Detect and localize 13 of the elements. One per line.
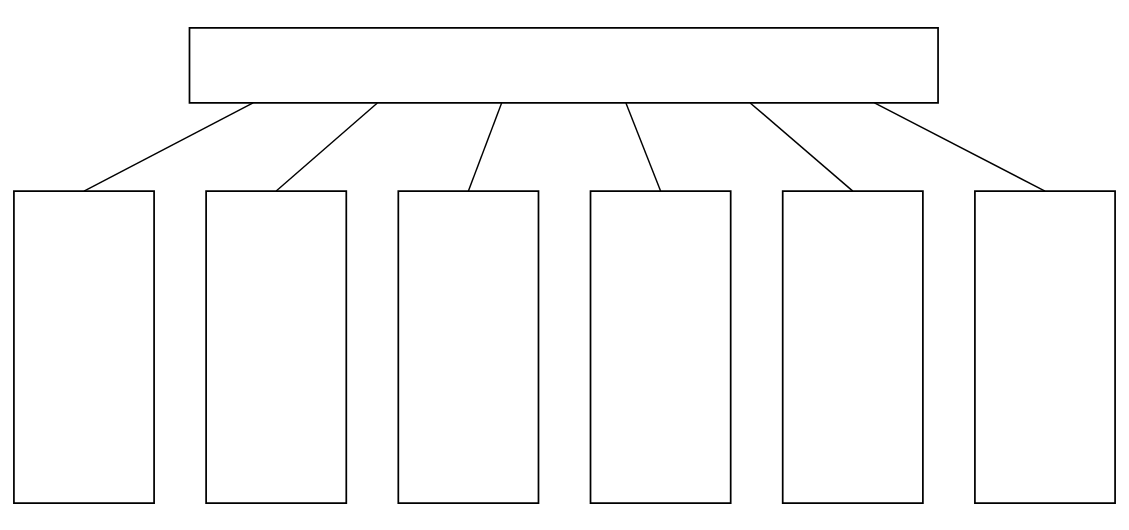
connector bbox=[625, 101, 662, 192]
node-box bbox=[188, 26, 939, 104]
connector bbox=[873, 101, 1046, 192]
connector bbox=[749, 101, 854, 192]
connector bbox=[83, 101, 254, 192]
node-box bbox=[205, 189, 348, 504]
connector bbox=[275, 101, 379, 192]
node-box bbox=[397, 189, 540, 504]
connector bbox=[467, 101, 503, 192]
node-box bbox=[781, 189, 924, 504]
node-box bbox=[589, 189, 732, 504]
node-box bbox=[974, 189, 1116, 504]
node-box bbox=[13, 189, 155, 504]
